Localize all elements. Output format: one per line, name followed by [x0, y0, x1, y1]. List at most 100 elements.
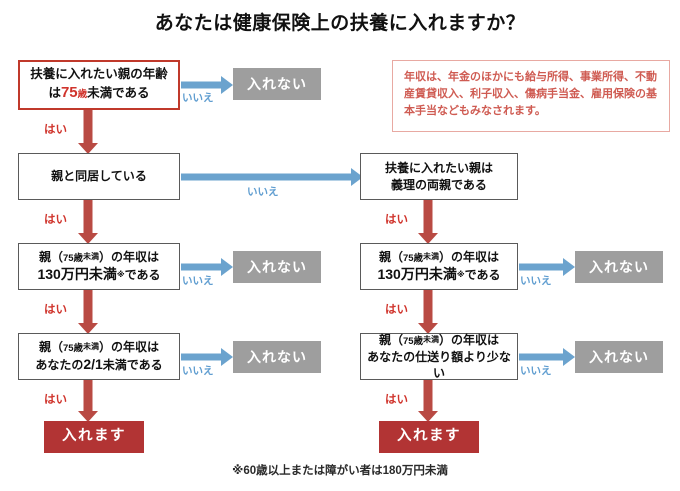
living-together-text: 親と同居している: [51, 169, 147, 184]
income130l-tail: である: [124, 268, 161, 283]
arrow-head: [78, 143, 98, 154]
arrow-shaft: [423, 380, 433, 411]
incomehalf-line1-b: ）の年収は: [99, 339, 160, 354]
start-age-number: 75: [60, 84, 78, 102]
node-outcome-cannot-5[interactable]: 入れない: [575, 341, 663, 373]
edge-label-yes-start: はい: [44, 124, 67, 136]
node-outcome-can-right[interactable]: 入れます: [379, 421, 479, 453]
arrow-head: [221, 76, 233, 94]
incomehalf-line2-a: あなたの: [35, 358, 84, 373]
arrow-head: [221, 258, 233, 276]
arrow-shaft: [423, 290, 433, 323]
incomehalf-sub: 未満: [83, 341, 100, 351]
arrow-incomehalf-left-yes: [76, 380, 100, 422]
arrow-head: [563, 258, 575, 276]
arrow-income130-right-yes: [416, 290, 440, 334]
node-living-together[interactable]: 親と同居している: [18, 153, 180, 200]
outcome-cannot-3-label: 入れない: [247, 348, 307, 365]
node-income-under-half-left[interactable]: 親（75歳未満）の年収は あなたの2/1未満である: [18, 333, 180, 380]
income130l-line1-b: ）の年収は: [99, 249, 160, 264]
edge-label-yes-incomehalf-left: はい: [44, 394, 67, 406]
incomehalf-fraction: 2/1: [83, 356, 103, 373]
remit-line2: あなたの仕送り額より少ない: [367, 349, 511, 380]
income130r-amount: 130万円未満: [377, 266, 457, 283]
outcome-cannot-5-label: 入れない: [589, 348, 649, 365]
arrow-shaft: [83, 110, 93, 143]
outcome-cannot-4-label: 入れない: [589, 258, 649, 275]
edge-label-no-start: いいえ: [182, 92, 214, 104]
edge-label-no-incomehalf-left: いいえ: [182, 365, 214, 377]
arrow-head: [418, 233, 438, 244]
node-start-age-under-75[interactable]: 扶養に入れたい親の年齢 は75歳未満である: [18, 60, 180, 110]
edge-label-no-income130-right: いいえ: [520, 275, 552, 287]
arrow-head: [78, 233, 98, 244]
node-outcome-cannot-1[interactable]: 入れない: [233, 68, 321, 100]
outcome-can-left-label: 入れます: [62, 428, 126, 445]
footnote: ※60歳以上または障がい者は180万円未満: [232, 465, 448, 477]
incomehalf-age: 75歳: [62, 342, 84, 354]
income-note-text: 年収は、年金のほかにも給与所得、事業所得、不動産賃貸収入、利子収入、傷病手当金、…: [404, 71, 657, 118]
edge-label-no-living-together: いいえ: [247, 186, 279, 198]
start-line-2-suffix: 未満である: [87, 86, 150, 101]
node-outcome-cannot-4[interactable]: 入れない: [575, 251, 663, 283]
arrow-shaft: [519, 353, 565, 361]
edge-label-yes-income130-right: はい: [385, 304, 408, 316]
income130r-sub: 未満: [423, 251, 440, 261]
arrow-remit-yes: [416, 380, 440, 422]
arrow-shaft: [83, 290, 93, 323]
arrow-start-yes: [76, 110, 100, 154]
start-age-unit: 歳: [77, 89, 88, 101]
arrow-shaft: [83, 200, 93, 233]
node-outcome-cannot-3[interactable]: 入れない: [233, 341, 321, 373]
edge-label-yes-remit: はい: [385, 394, 408, 406]
remit-line1-b: ）の年収は: [439, 332, 500, 347]
outcome-can-right-label: 入れます: [397, 428, 461, 445]
outcome-cannot-1-label: 入れない: [247, 75, 307, 92]
arrow-living-together-yes: [76, 200, 100, 244]
arrow-shaft: [181, 263, 223, 271]
income130l-sub: 未満: [83, 251, 100, 261]
node-income-under-130-left[interactable]: 親（75歳未満）の年収は 130万円未満※である: [18, 243, 180, 290]
income130l-mark: ※: [116, 270, 125, 280]
arrow-head: [78, 323, 98, 334]
inlaw-line1: 扶養に入れたい親は: [384, 161, 493, 176]
arrow-head: [563, 348, 575, 366]
edge-label-yes-living-together: はい: [44, 214, 67, 226]
remit-line1-a: 親（: [378, 332, 403, 347]
income130r-mark: ※: [456, 270, 465, 280]
node-income-less-than-remittance[interactable]: 親（75歳未満）の年収は あなたの仕送り額より少ない: [360, 333, 518, 380]
remit-sub: 未満: [423, 334, 440, 344]
income130l-age: 75歳: [62, 252, 84, 264]
income130l-amount: 130万円未満: [37, 266, 117, 283]
arrow-incomehalf-left-no: [181, 348, 233, 366]
arrow-shaft: [519, 263, 565, 271]
arrow-start-no: [181, 76, 233, 94]
remit-age: 75歳: [402, 335, 424, 347]
income130l-line1-a: 親（: [38, 249, 63, 264]
arrow-head: [418, 323, 438, 334]
edge-label-yes-inlaw: はい: [385, 214, 408, 226]
arrow-inlaw-yes: [416, 200, 440, 244]
arrow-income130-right-no: [519, 258, 575, 276]
node-outcome-can-left[interactable]: 入れます: [44, 421, 144, 453]
node-outcome-cannot-2[interactable]: 入れない: [233, 251, 321, 283]
income-note-box: 年収は、年金のほかにも給与所得、事業所得、不動産賃貸収入、利子収入、傷病手当金、…: [392, 60, 670, 132]
arrow-income130-left-yes: [76, 290, 100, 334]
node-parents-in-law[interactable]: 扶養に入れたい親は 義理の両親である: [360, 153, 518, 200]
edge-label-no-remit: いいえ: [520, 365, 552, 377]
start-line-1: 扶養に入れたい親の年齢: [30, 67, 168, 82]
node-income-under-130-right[interactable]: 親（75歳未満）の年収は 130万円未満※である: [360, 243, 518, 290]
arrow-shaft: [181, 81, 223, 89]
arrow-shaft: [181, 173, 353, 181]
arrow-shaft: [423, 200, 433, 233]
inlaw-line2: 義理の両親である: [391, 177, 487, 192]
incomehalf-line1-a: 親（: [38, 339, 63, 354]
start-line-2-prefix: は: [48, 86, 61, 101]
income130r-line1-a: 親（: [378, 249, 403, 264]
arrow-head: [221, 348, 233, 366]
arrow-remit-no: [519, 348, 575, 366]
arrow-head: [418, 411, 438, 422]
edge-label-no-income130-left: いいえ: [182, 275, 214, 287]
arrow-head: [78, 411, 98, 422]
income130r-tail: である: [464, 268, 501, 283]
